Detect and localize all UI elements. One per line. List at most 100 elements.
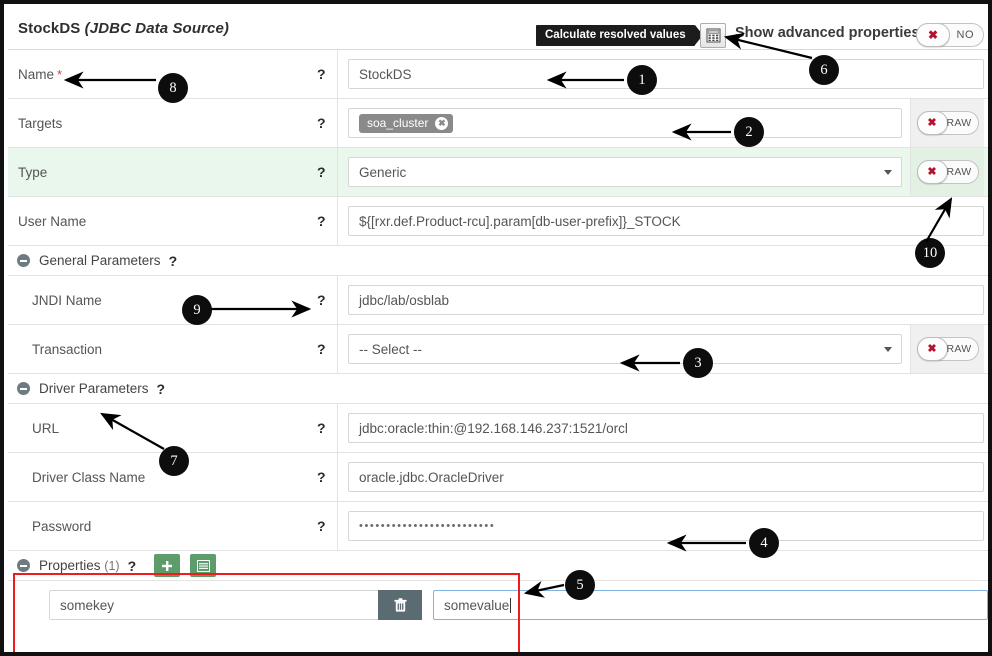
password-input[interactable]: •••••••••••••••••••••••••: [348, 511, 984, 541]
field-user-name: ${[rxr.def.Product-rcu].param[db-user-pr…: [348, 197, 984, 245]
column-divider: [337, 197, 338, 245]
label-targets: Targets: [18, 115, 63, 131]
annotation-badge-9: 9: [182, 295, 212, 325]
help-icon-driver[interactable]: ?: [156, 380, 166, 397]
plus-icon: [162, 560, 173, 571]
property-key-value: somekey: [60, 597, 115, 613]
field-type: Generic ✖ RAW: [348, 148, 984, 196]
row-name: Name* ? StockDS: [8, 50, 988, 99]
label-driver-class-name: Driver Class Name: [32, 469, 146, 485]
column-divider: [337, 325, 338, 373]
target-chip[interactable]: soa_cluster ✖: [359, 113, 454, 133]
section-title-properties: Properties (1): [39, 558, 120, 573]
raw-knob: ✖: [916, 160, 948, 184]
type-select[interactable]: Generic: [348, 157, 902, 187]
help-icon-jndi-name[interactable]: ?: [317, 292, 326, 308]
help-icon-user-name[interactable]: ?: [317, 213, 326, 229]
raw-toggle-transaction[interactable]: ✖ RAW: [916, 337, 979, 361]
field-transaction: -- Select -- ✖ RAW: [348, 325, 984, 373]
calculator-icon: [706, 28, 720, 43]
label-type: Type: [18, 164, 48, 180]
help-icon-driver-class-name[interactable]: ?: [317, 469, 326, 485]
column-divider: [337, 404, 338, 452]
property-row: somekey somevalue: [8, 581, 988, 629]
close-icon: ✖: [927, 165, 937, 178]
text-cursor: [510, 597, 512, 613]
transaction-select[interactable]: -- Select --: [348, 334, 902, 364]
collapse-icon[interactable]: [17, 254, 30, 267]
column-divider: [337, 502, 338, 550]
page-title-type: (JDBC Data Source): [84, 20, 230, 37]
annotation-badge-5: 5: [565, 570, 595, 600]
label-transaction: Transaction: [32, 341, 103, 357]
column-divider: [337, 99, 338, 147]
property-list-button[interactable]: [190, 554, 217, 577]
add-property-button[interactable]: [154, 554, 181, 577]
row-jndi-name: JNDI Name ? jdbc/lab/osblab: [8, 276, 988, 325]
collapse-icon[interactable]: [17, 559, 30, 572]
annotation-badge-8: 8: [158, 73, 188, 103]
list-icon: [196, 559, 210, 572]
close-icon: ✖: [927, 342, 937, 355]
help-icon-type[interactable]: ?: [317, 164, 326, 180]
calculate-resolved-values-button[interactable]: [700, 23, 726, 48]
raw-toggle-targets[interactable]: ✖ RAW: [916, 111, 979, 135]
required-asterisk: *: [57, 66, 63, 82]
name-input[interactable]: StockDS: [348, 59, 984, 89]
raw-label: RAW: [946, 117, 972, 129]
property-value-input[interactable]: somevalue: [433, 590, 988, 620]
field-jndi-name: jdbc/lab/osblab: [348, 276, 984, 324]
close-icon: ✖: [927, 116, 937, 129]
section-driver-parameters[interactable]: Driver Parameters ?: [8, 374, 988, 404]
jndi-name-input[interactable]: jdbc/lab/osblab: [348, 285, 984, 315]
raw-toggle-type[interactable]: ✖ RAW: [916, 160, 979, 184]
raw-toggle-cell-type: ✖ RAW: [910, 148, 984, 196]
show-advanced-properties-toggle[interactable]: ✖ NO: [916, 23, 984, 47]
label-user-name: User Name: [18, 213, 87, 229]
annotation-badge-4: 4: [749, 528, 779, 558]
help-icon-general[interactable]: ?: [168, 252, 178, 269]
field-name: StockDS: [348, 50, 984, 98]
calculate-resolved-values-tooltip: Calculate resolved values: [536, 25, 703, 46]
targets-input[interactable]: soa_cluster ✖: [348, 108, 902, 138]
label-url: URL: [32, 420, 60, 436]
label-password: Password: [32, 518, 92, 534]
show-advanced-properties-label: Show advanced properties: [735, 25, 920, 41]
label-jndi-name: JNDI Name: [32, 292, 102, 308]
property-key-input[interactable]: somekey: [49, 590, 422, 620]
section-properties[interactable]: Properties (1) ?: [8, 551, 988, 581]
annotation-badge-2: 2: [734, 117, 764, 147]
help-icon-name[interactable]: ?: [317, 66, 326, 82]
url-input[interactable]: jdbc:oracle:thin:@192.168.146.237:1521/o…: [348, 413, 984, 443]
delete-property-button[interactable]: [378, 590, 422, 620]
help-icon-transaction[interactable]: ?: [317, 341, 326, 357]
section-title-driver: Driver Parameters: [39, 381, 149, 396]
section-general-parameters[interactable]: General Parameters ?: [8, 246, 988, 276]
page-title: StockDS (JDBC Data Source): [18, 20, 229, 37]
close-icon: ✖: [927, 28, 939, 42]
row-user-name: User Name ? ${[rxr.def.Product-rcu].para…: [8, 197, 988, 246]
user-name-input[interactable]: ${[rxr.def.Product-rcu].param[db-user-pr…: [348, 206, 984, 236]
trash-icon: [393, 597, 407, 612]
remove-target-icon[interactable]: ✖: [435, 116, 449, 130]
raw-label: RAW: [946, 166, 972, 178]
help-icon-password[interactable]: ?: [317, 518, 326, 534]
help-icon-properties[interactable]: ?: [127, 557, 137, 574]
editor-header: StockDS (JDBC Data Source) Calculate res…: [8, 8, 988, 50]
raw-toggle-cell-targets: ✖ RAW: [910, 99, 984, 147]
raw-label: RAW: [946, 343, 972, 355]
page-title-name: StockDS: [18, 20, 81, 37]
driver-class-name-input[interactable]: oracle.jdbc.OracleDriver: [348, 462, 984, 492]
collapse-icon[interactable]: [17, 382, 30, 395]
help-icon-url[interactable]: ?: [317, 420, 326, 436]
row-url: URL ? jdbc:oracle:thin:@192.168.146.237:…: [8, 404, 988, 453]
column-divider: [337, 148, 338, 196]
help-icon-targets[interactable]: ?: [317, 115, 326, 131]
row-transaction: Transaction ? -- Select -- ✖ RAW: [8, 325, 988, 374]
annotation-badge-1: 1: [627, 65, 657, 95]
column-divider: [337, 276, 338, 324]
row-type: Type ? Generic ✖ RAW: [8, 148, 988, 197]
field-url: jdbc:oracle:thin:@192.168.146.237:1521/o…: [348, 404, 984, 452]
form-rows: Name* ? StockDS Targets ? soa_cluster ✖: [8, 50, 988, 629]
